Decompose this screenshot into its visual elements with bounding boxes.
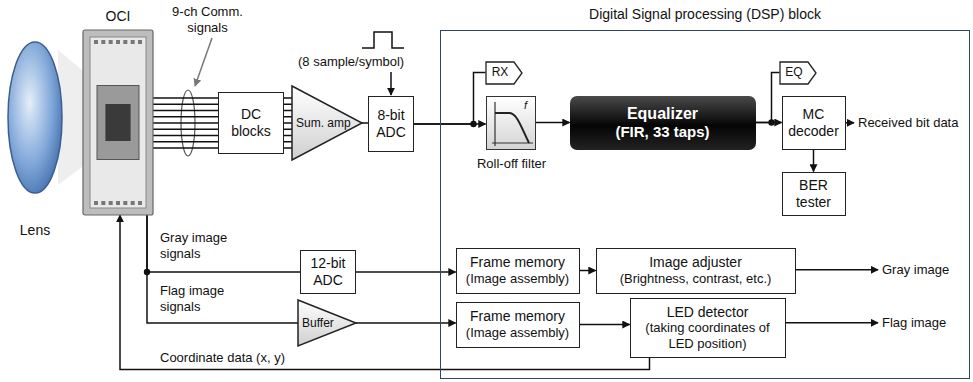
pulse-symbol (362, 32, 404, 48)
node-text: 8-bit ADC (373, 107, 409, 141)
node-text: Sum. amp (296, 116, 351, 130)
tag-pentagon: EQ (780, 62, 816, 84)
filter-box-shape (487, 97, 537, 151)
lens-illustration-shape (5, 40, 65, 195)
signal-label: (8 sample/symbol) (298, 54, 404, 70)
signal-label: Flag image (882, 315, 946, 331)
node-text: (Image assembly) (461, 271, 575, 287)
connector (284, 98, 292, 148)
clock-arrow (390, 72, 392, 95)
signal-label: f (524, 99, 527, 112)
signal-label: 9-ch Comm. signals (160, 4, 255, 35)
lens-illustration: Lens (5, 40, 65, 195)
connector (536, 122, 570, 124)
chip-pads (94, 40, 142, 205)
junction-dot (470, 121, 476, 127)
junction-dot (768, 119, 774, 125)
node-text: DC blocks (223, 106, 279, 140)
node-text: Image adjuster (601, 254, 791, 271)
process-box: Frame memory(Image assembly) (456, 302, 580, 348)
process-box: 12-bit ADC (300, 250, 356, 294)
process-box: BER tester (782, 172, 846, 216)
node-text: (taking coordinates of LED position) (635, 320, 781, 351)
connector (414, 73, 486, 125)
triangle-outline (292, 86, 362, 160)
image-sensor-chip-shape (83, 30, 153, 215)
amplifier-triangle: Buffer (298, 300, 356, 346)
process-box: LED detector(taking coordinates of LED p… (630, 298, 786, 358)
node-text: Equalizer (576, 104, 750, 123)
connector (147, 215, 300, 272)
node-text: BER tester (787, 177, 841, 211)
node-text: Lens (0, 222, 75, 239)
node-text: EQ (785, 65, 802, 79)
connector (756, 73, 780, 123)
junction-dot (144, 269, 150, 275)
filter-box: Roll-off filter (486, 96, 536, 150)
output-arrow (786, 322, 879, 324)
connector (153, 98, 218, 148)
process-box: DC blocks (218, 92, 284, 154)
node-text: (Image assembly) (461, 325, 575, 341)
process-box: Frame memory(Image assembly) (456, 248, 580, 294)
output-arrow (846, 122, 855, 124)
signal-label: Gray image signals (160, 230, 252, 261)
triangle-outline (298, 300, 356, 346)
chip-frame (97, 86, 139, 160)
node-text: Digital Signal processing (DSP) block (441, 6, 969, 23)
node-text: LED detector (635, 304, 781, 321)
process-box: Image adjuster(Brightness, contrast, etc… (596, 248, 796, 294)
signal-label: Flag image signals (160, 283, 252, 314)
lens-body (8, 42, 62, 193)
node-text: Frame memory (461, 308, 575, 325)
connector (580, 270, 596, 272)
chip-inner (90, 37, 146, 208)
output-arrow (796, 269, 879, 271)
tag-pentagon: RX (486, 62, 522, 84)
filter-curve (495, 113, 529, 143)
callout-arrow (195, 38, 212, 86)
pentagon-outline (780, 62, 816, 84)
connector (813, 150, 815, 172)
node-text: (Brightness, contrast, etc.) (601, 271, 791, 287)
process-box: MC decoder (782, 96, 846, 150)
connector (580, 324, 630, 326)
chip-die (105, 104, 130, 141)
image-sensor-chip: OCI (83, 30, 153, 215)
chip-package (83, 30, 153, 215)
node-text: (FIR, 33 taps) (576, 123, 750, 141)
node-text: Buffer (302, 316, 334, 330)
signal-label: Received bit data (858, 115, 958, 131)
process-box: 8-bit ADC (368, 96, 414, 152)
node-text: RX (492, 65, 509, 79)
node-text: MC decoder (787, 106, 841, 140)
connector (120, 215, 650, 370)
signal-label: Coordinate data (x, y) (160, 350, 285, 366)
node-text: OCI (83, 8, 153, 25)
amplifier-triangle: Sum. amp (292, 86, 362, 160)
equalizer-box: Equalizer(FIR, 33 taps) (570, 96, 756, 150)
node-text: Frame memory (461, 254, 575, 271)
signal-label: Gray image (882, 262, 949, 278)
pentagon-outline (486, 62, 522, 84)
node-text: Roll-off filter (467, 156, 557, 172)
connector (147, 215, 298, 323)
node-text: 12-bit ADC (305, 255, 351, 289)
